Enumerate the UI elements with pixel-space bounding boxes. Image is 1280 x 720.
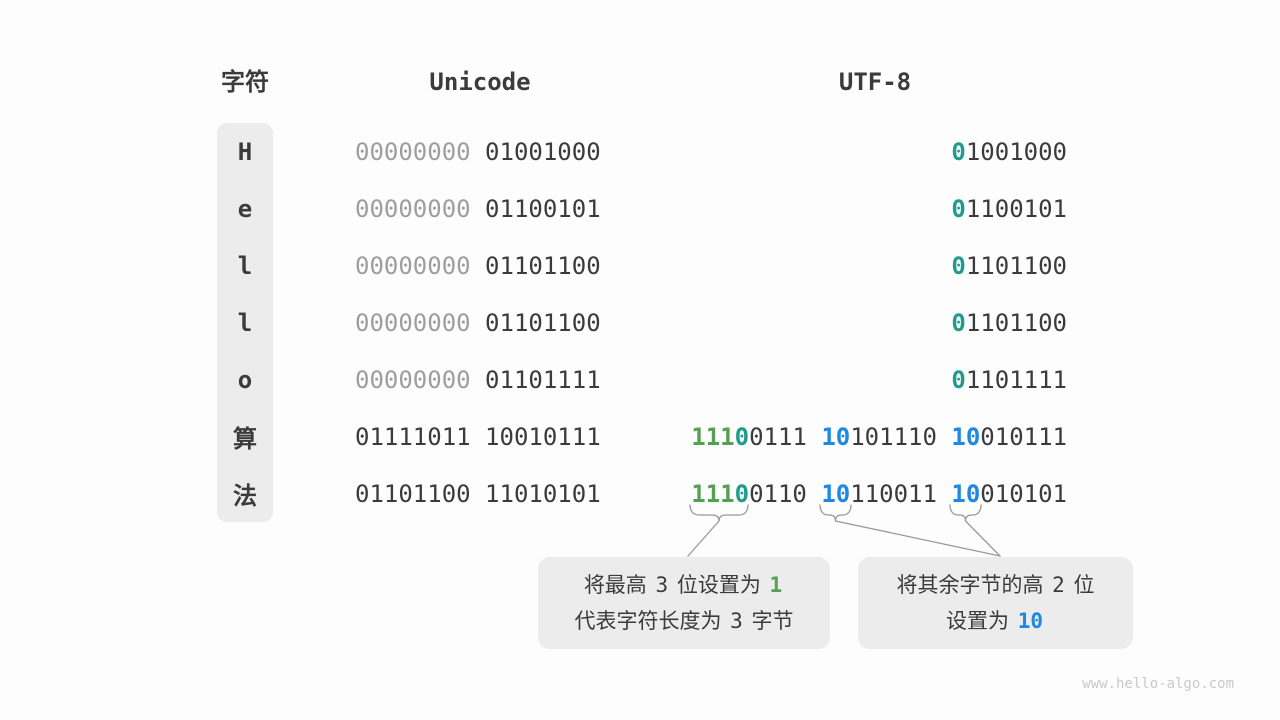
utf8-bit-segment: 1101111 — [965, 365, 1067, 394]
utf8-bit-segment: 1101100 — [965, 308, 1067, 337]
utf8-bit-segment: 110011 — [850, 479, 952, 508]
utf8-bit-segment: 10 — [951, 422, 981, 451]
utf8-bit-segment: 0 — [734, 422, 750, 451]
utf8-bit-segment: 1101100 — [965, 251, 1067, 280]
unicode-value: 00000000 01101100 — [355, 252, 605, 280]
utf8-bit-segment: 0111 — [749, 422, 822, 451]
utf8-bit-segment: 0 — [951, 194, 966, 223]
unicode-bit-segment: 01101100 11010101 — [355, 479, 601, 508]
unicode-value: 00000000 01100101 — [355, 195, 605, 223]
char-cell: 法 — [233, 482, 257, 510]
callout-segment: 将最高 — [583, 573, 654, 597]
utf8-bit-segment: 0 — [951, 251, 966, 280]
callout-segment: 设置为 — [946, 609, 1016, 633]
unicode-value: 00000000 01001000 — [355, 138, 605, 166]
utf8-bit-segment: 010111 — [980, 422, 1067, 451]
unicode-bit-segment: 01111011 10010111 — [355, 422, 601, 451]
char-column-panel — [217, 123, 273, 522]
char-cell: l — [237, 308, 253, 337]
utf8-bit-segment: 10 — [821, 479, 851, 508]
utf8-bit-segment: 10 — [821, 422, 851, 451]
column-header-unicode: Unicode — [429, 68, 531, 96]
callout-segment: 3 — [655, 573, 669, 597]
utf8-bit-segment: 101110 — [850, 422, 952, 451]
column-header-char: 字符 — [221, 68, 269, 96]
utf8-value: 11100110 10110011 10010101 — [683, 480, 1067, 508]
callout-segment: 位设置为 — [670, 573, 768, 597]
unicode-bit-segment: 00000000 — [355, 194, 486, 223]
unicode-value: 01101100 11010101 — [355, 480, 605, 508]
callout-segment: 2 — [1052, 573, 1065, 597]
callout-segment: 字节 — [744, 609, 794, 633]
unicode-bit-segment: 00000000 — [355, 251, 486, 280]
utf8-value: 11100111 10101110 10010111 — [683, 423, 1067, 451]
unicode-bit-segment: 00000000 — [355, 137, 486, 166]
utf8-bit-segment: 0110 — [749, 479, 822, 508]
callout-segment: 将其余字节的高 — [896, 573, 1051, 597]
unicode-bit-segment: 01100101 — [485, 194, 601, 223]
callout-line: 代表字符长度为 3 字节 — [574, 603, 793, 639]
utf8-bit-segment: 111 — [691, 422, 735, 451]
unicode-bit-segment: 01101111 — [485, 365, 601, 394]
callout-segment: 代表字符长度为 — [574, 609, 729, 633]
unicode-value: 01111011 10010111 — [355, 423, 605, 451]
utf8-value: 01001000 — [683, 138, 1067, 166]
callout-line: 将其余字节的高 2 位 — [896, 567, 1094, 603]
char-cell: H — [237, 137, 253, 166]
utf8-bit-segment: 010101 — [980, 479, 1067, 508]
utf8-bit-segment: 0 — [951, 365, 966, 394]
connector-line-10-second-to-callout-2 — [964, 520, 1001, 557]
utf8-value: 01101111 — [683, 366, 1067, 394]
char-cell: e — [237, 194, 253, 223]
utf8-bit-segment: 1100101 — [965, 194, 1067, 223]
unicode-bit-segment: 00000000 — [355, 308, 486, 337]
callout-segment: 3 — [730, 609, 743, 633]
utf8-bit-segment: 0 — [951, 308, 966, 337]
unicode-bit-segment: 01101100 — [485, 251, 601, 280]
unicode-bit-segment: 01001000 — [485, 137, 601, 166]
unicode-value: 00000000 01101111 — [355, 366, 605, 394]
utf8-bit-segment: 111 — [691, 479, 735, 508]
unicode-bit-segment: 00000000 — [355, 365, 486, 394]
unicode-value: 00000000 01101100 — [355, 309, 605, 337]
callout-line: 设置为 10 — [946, 603, 1045, 639]
callout-continuation-bits: 将其余字节的高 2 位设置为 10 — [858, 557, 1133, 649]
callout-segment: 位 — [1066, 573, 1095, 597]
utf8-value: 01101100 — [683, 309, 1067, 337]
connector-line-10-first-to-callout-2 — [834, 520, 1001, 557]
utf8-bit-segment: 0 — [951, 137, 966, 166]
callout-segment: 10 — [1017, 609, 1043, 633]
utf8-bit-segment: 10 — [951, 479, 981, 508]
utf8-bit-segment: 1001000 — [965, 137, 1067, 166]
callout-line: 将最高 3 位设置为 1 — [584, 567, 784, 603]
connector-line-to-callout-1 — [687, 520, 720, 557]
utf8-value: 01100101 — [683, 195, 1067, 223]
column-header-utf8: UTF-8 — [838, 68, 912, 96]
unicode-bit-segment: 01101100 — [485, 308, 601, 337]
callout-segment: 1 — [769, 573, 783, 597]
watermark: www.hello-algo.com — [1082, 676, 1234, 692]
char-cell: l — [237, 251, 253, 280]
char-cell: o — [237, 365, 253, 394]
char-cell: 算 — [233, 425, 257, 453]
utf8-value: 01101100 — [683, 252, 1067, 280]
utf8-bit-segment: 0 — [734, 479, 750, 508]
